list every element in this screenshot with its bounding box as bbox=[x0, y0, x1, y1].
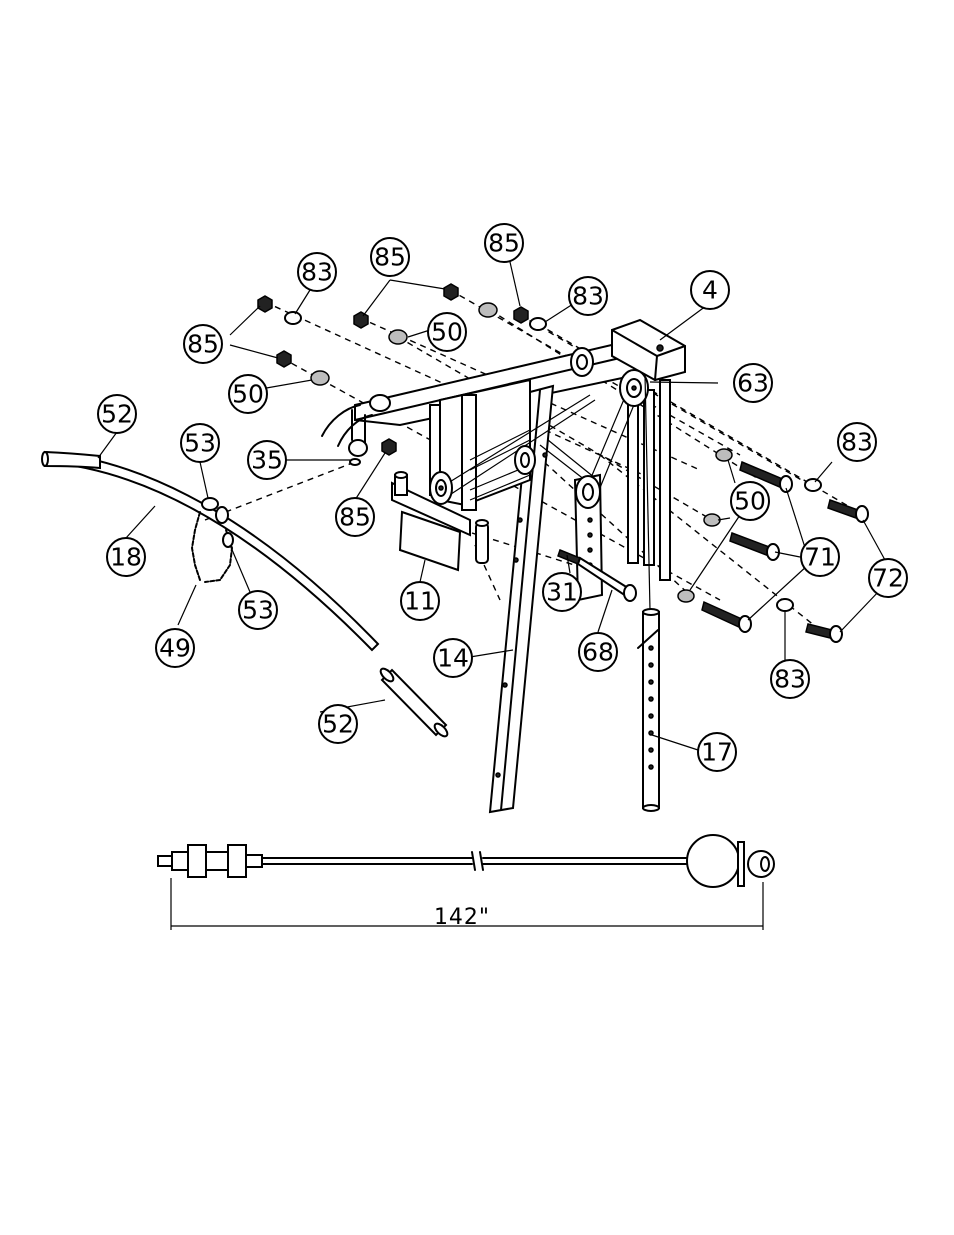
washer bbox=[529, 317, 547, 331]
pulley-middle bbox=[514, 445, 536, 475]
svg-text:11: 11 bbox=[404, 587, 436, 616]
callout-4: 4 bbox=[690, 270, 730, 310]
bolt bbox=[729, 532, 780, 561]
svg-text:83: 83 bbox=[301, 258, 333, 287]
leader-lines bbox=[97, 261, 886, 751]
washer bbox=[804, 478, 822, 492]
callout-31: 31 bbox=[542, 572, 582, 612]
callout-85: 85 bbox=[335, 497, 375, 537]
cable-ball-stop bbox=[686, 834, 740, 888]
callout-52: 52 bbox=[97, 394, 137, 434]
svg-text:50: 50 bbox=[431, 318, 463, 347]
svg-text:14: 14 bbox=[437, 644, 469, 673]
washer bbox=[284, 311, 302, 325]
svg-text:68: 68 bbox=[582, 638, 614, 667]
svg-text:85: 85 bbox=[187, 330, 219, 359]
svg-text:85: 85 bbox=[339, 503, 371, 532]
grip-left bbox=[44, 450, 101, 470]
pulley-left bbox=[429, 471, 453, 505]
svg-text:17: 17 bbox=[701, 738, 733, 767]
svg-text:83: 83 bbox=[841, 428, 873, 457]
callout-35: 35 bbox=[247, 440, 287, 480]
callouts: 85 83 85 85 83 4 50 50 63 52 53 35 85 83… bbox=[97, 223, 908, 772]
callout-17: 17 bbox=[697, 732, 737, 772]
callout-72: 72 bbox=[868, 558, 908, 598]
svg-text:49: 49 bbox=[159, 634, 191, 663]
foot-plate bbox=[391, 481, 471, 537]
callout-53: 53 bbox=[180, 423, 220, 463]
weight-post bbox=[637, 608, 660, 812]
nut bbox=[276, 350, 292, 368]
callout-50: 50 bbox=[730, 481, 770, 521]
svg-text:63: 63 bbox=[737, 369, 769, 398]
bolt bbox=[701, 600, 752, 633]
svg-text:50: 50 bbox=[734, 487, 766, 516]
callout-63: 63 bbox=[733, 363, 773, 403]
svg-text:18: 18 bbox=[110, 543, 142, 572]
callout-49: 49 bbox=[155, 628, 195, 668]
svg-text:53: 53 bbox=[184, 429, 216, 458]
main-frame bbox=[354, 318, 686, 814]
bolt bbox=[805, 623, 843, 643]
svg-text:35: 35 bbox=[251, 446, 283, 475]
hardware bbox=[257, 283, 869, 812]
grip-right bbox=[379, 667, 449, 738]
svg-text:52: 52 bbox=[322, 710, 354, 739]
svg-text:53: 53 bbox=[242, 596, 274, 625]
svg-text:52: 52 bbox=[101, 400, 133, 429]
svg-text:71: 71 bbox=[804, 543, 836, 572]
svg-text:31: 31 bbox=[546, 578, 578, 607]
callout-52: 52 bbox=[318, 704, 358, 744]
svg-text:83: 83 bbox=[774, 665, 806, 694]
callout-83: 83 bbox=[770, 659, 810, 699]
bolt bbox=[739, 460, 793, 493]
callout-71: 71 bbox=[800, 537, 840, 577]
svg-text:85: 85 bbox=[374, 243, 406, 272]
lat-bar bbox=[41, 450, 449, 738]
spacer bbox=[388, 329, 408, 345]
callout-53: 53 bbox=[238, 590, 278, 630]
spacer bbox=[703, 513, 721, 527]
hook-bracket bbox=[321, 394, 391, 466]
nut bbox=[381, 438, 397, 456]
spacer bbox=[310, 370, 330, 386]
callout-85: 85 bbox=[484, 223, 524, 263]
chain-assembly bbox=[191, 497, 234, 583]
svg-text:85: 85 bbox=[488, 229, 520, 258]
callout-85: 85 bbox=[183, 324, 223, 364]
washer bbox=[776, 598, 794, 612]
nut bbox=[353, 311, 369, 329]
pulley-top bbox=[570, 347, 594, 377]
nut bbox=[443, 283, 459, 301]
callout-50: 50 bbox=[427, 312, 467, 352]
callout-11: 11 bbox=[400, 581, 440, 621]
bolt bbox=[827, 499, 869, 523]
spacer bbox=[715, 448, 733, 462]
callout-85: 85 bbox=[370, 237, 410, 277]
pulley-right bbox=[619, 369, 649, 407]
nut bbox=[257, 295, 273, 313]
nut bbox=[513, 306, 529, 324]
cable-detail: 142" bbox=[157, 834, 775, 930]
svg-text:83: 83 bbox=[572, 282, 604, 311]
callout-83: 83 bbox=[568, 276, 608, 316]
svg-text:50: 50 bbox=[232, 380, 264, 409]
callout-68: 68 bbox=[578, 632, 618, 672]
spacer bbox=[478, 302, 498, 318]
callout-18: 18 bbox=[106, 537, 146, 577]
pulley-bracket bbox=[573, 473, 604, 602]
spacer bbox=[677, 589, 695, 603]
bolt bbox=[557, 549, 637, 602]
callout-83: 83 bbox=[837, 422, 877, 462]
callout-50: 50 bbox=[228, 374, 268, 414]
cable-length-label: 142" bbox=[434, 905, 490, 930]
callout-14: 14 bbox=[433, 638, 473, 678]
svg-text:4: 4 bbox=[702, 276, 718, 305]
svg-text:72: 72 bbox=[872, 564, 904, 593]
callout-83: 83 bbox=[297, 252, 337, 292]
